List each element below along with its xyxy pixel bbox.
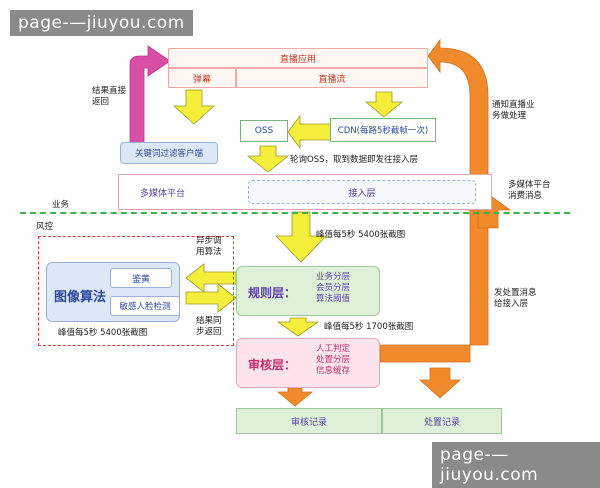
review-layer-box xyxy=(236,338,380,388)
return-result-arrow xyxy=(129,45,171,144)
cdn-to-oss-arrow xyxy=(287,114,335,150)
image-algorithm-title: 图像算法 xyxy=(54,290,107,305)
oss-box: OSS xyxy=(240,120,288,142)
live-app-label: 直播应用 xyxy=(279,54,316,65)
face-detect-box: 敏感人脸检测 xyxy=(110,296,180,316)
rule-down-arrow xyxy=(276,317,320,337)
porn-detect-box: 鉴黄 xyxy=(110,268,172,288)
async-call-arrow xyxy=(185,263,237,293)
poll-oss-label: 轮询OSS，取到数据即发往接入层 xyxy=(290,155,418,165)
oss-down-arrow xyxy=(246,145,290,173)
access-layer-box: 接入层 xyxy=(248,180,476,204)
stream-box: 直播流 xyxy=(236,68,428,88)
zone-risk-label: 风控 xyxy=(36,222,54,232)
business-risk-divider xyxy=(20,212,570,214)
review-record-box: 审核记录 xyxy=(236,408,382,434)
rule-layer-box xyxy=(236,266,380,316)
peak-1700-label: 峰值每5秒 1700张截图 xyxy=(324,322,414,332)
media-consume-label: 多媒体平台消费消息 xyxy=(508,180,551,201)
dispose-record-box: 处置记录 xyxy=(382,408,502,434)
to-dispose-arrow xyxy=(418,367,462,399)
access-down-arrow xyxy=(275,211,327,263)
sync-return-label: 结果同步返回 xyxy=(196,316,222,337)
stream-down-arrow xyxy=(364,91,404,118)
danmu-down-arrow xyxy=(172,89,216,125)
watermark-bottom-right: page-—jiuyou.com xyxy=(432,442,600,488)
cdn-box: CDN(每路5秒截帧一次) xyxy=(330,118,436,142)
notify-business-arrow xyxy=(379,38,489,363)
image-algorithm-region xyxy=(38,236,234,346)
danmu-label: 弹幕 xyxy=(192,74,211,85)
dispatch-msg-label: 发处置消息给接入层 xyxy=(494,288,537,309)
keyword-filter-client: 关键词过滤客户端 xyxy=(120,142,218,164)
rule-layer-items: 业务分层会员分层算法阈值 xyxy=(316,272,351,304)
watermark-top-left: page-—jiuyou.com xyxy=(10,10,193,36)
rule-layer-title: 规则层： xyxy=(248,286,297,300)
live-app-box: 直播应用 xyxy=(168,48,428,68)
to-review-arrow xyxy=(276,387,314,407)
image-algo-peak-label: 峰值每5秒 5400张截图 xyxy=(58,328,148,338)
review-layer-items: 人工判定处置分层信息缓存 xyxy=(316,344,351,376)
async-call-label: 异步调用算法 xyxy=(196,236,222,257)
review-layer-title: 审核层： xyxy=(248,358,297,372)
notify-business-label: 通知直播业务做处理 xyxy=(492,100,535,121)
zone-business-label: 业务 xyxy=(52,200,70,210)
danmu-box: 弹幕 xyxy=(168,68,236,88)
media-platform-label: 多媒体平台 xyxy=(140,189,186,199)
stream-label: 直播流 xyxy=(318,74,346,85)
sync-return-arrow xyxy=(185,283,237,313)
result-return-label: 结果直接返回 xyxy=(92,86,127,107)
peak-5400-label: 峰值每5秒 5400张截图 xyxy=(316,230,406,240)
